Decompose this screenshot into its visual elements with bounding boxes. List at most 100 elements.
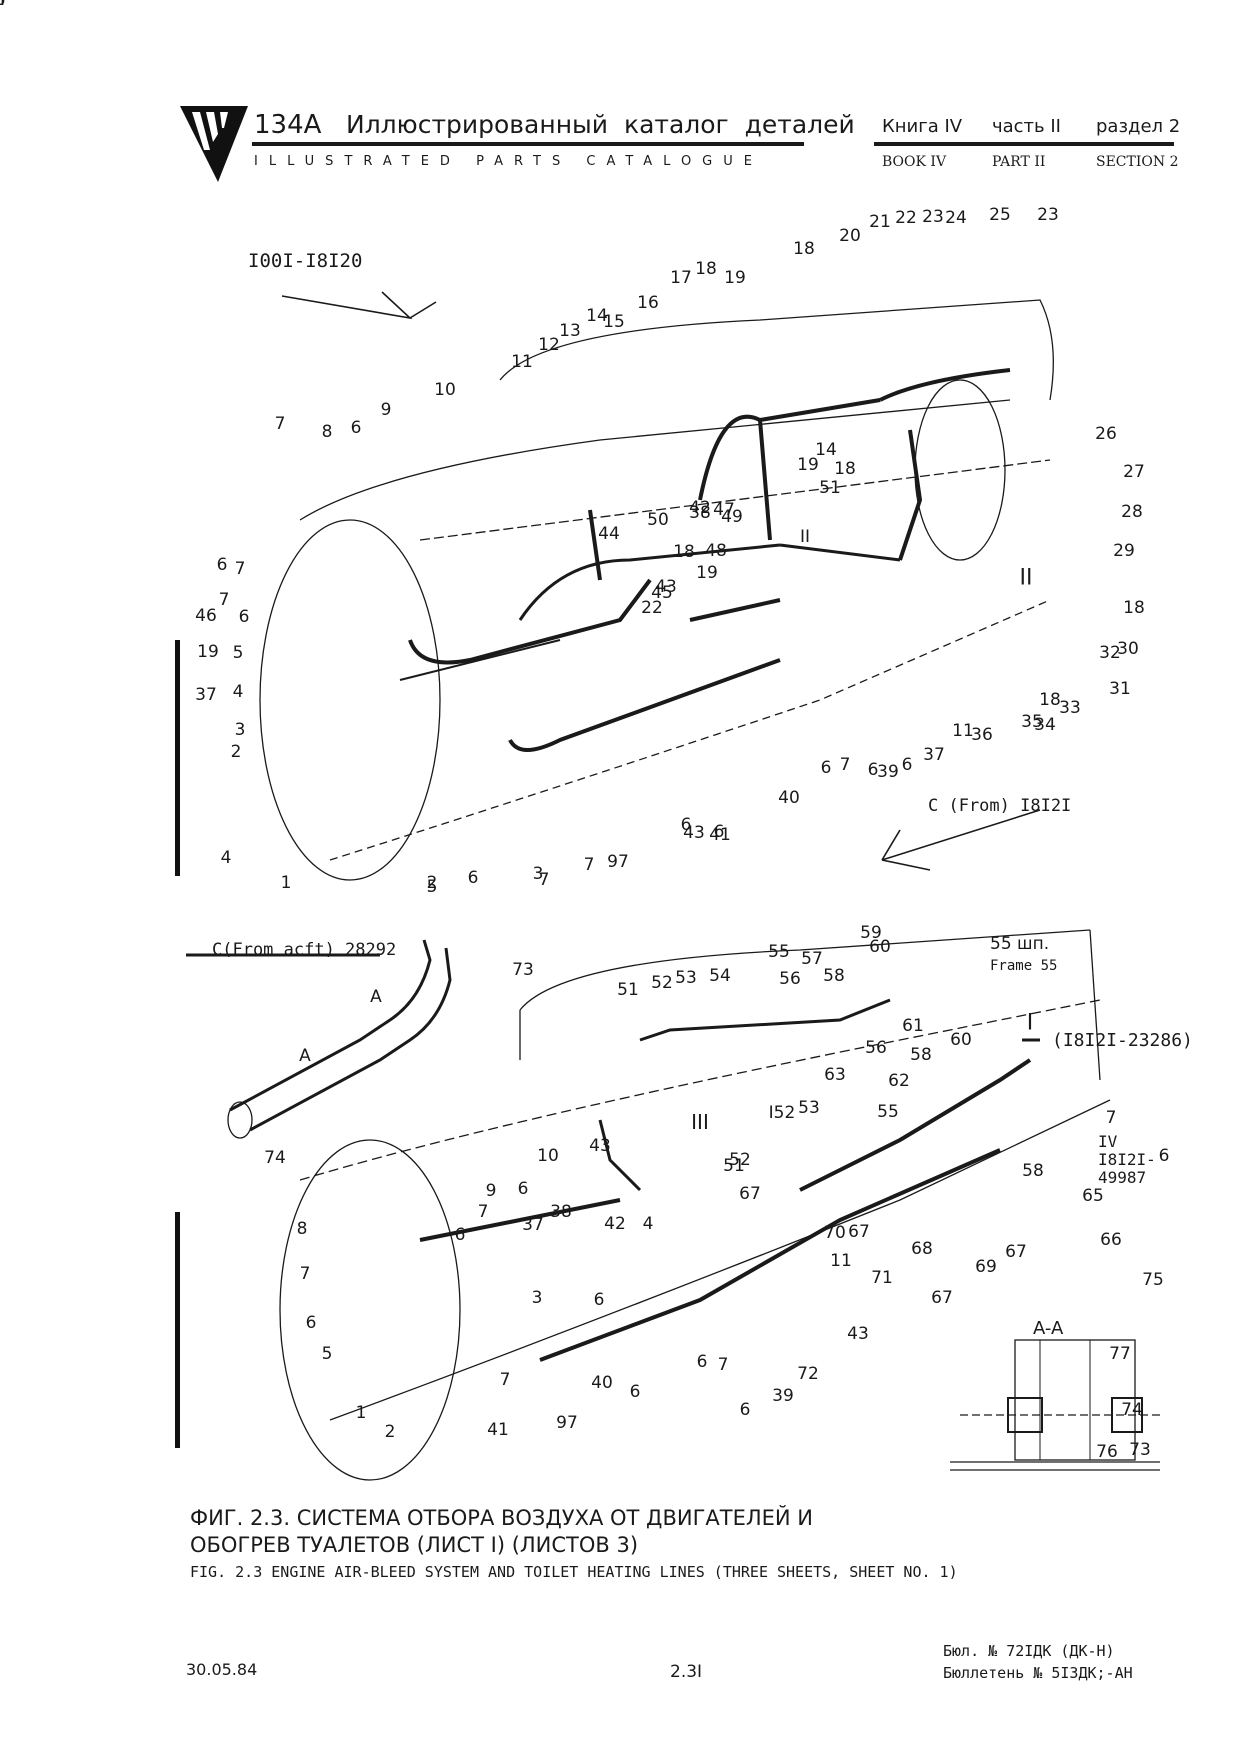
part-callout: 39 <box>772 1386 794 1406</box>
zone-iv-effectivity: IV I8I2I- 49987 <box>1098 1133 1156 1187</box>
part-callout: 9 <box>485 1181 497 1201</box>
part-callout: 4 <box>642 1214 654 1234</box>
part-callout: 23 <box>922 207 944 227</box>
zone-iv-effectivity-2: 49987 <box>1098 1168 1147 1187</box>
part-callout: 55 <box>768 942 790 962</box>
part-callout: 62 <box>888 1071 910 1091</box>
part-callout: 2 <box>230 742 242 762</box>
part-callout: 6 <box>629 1382 641 1402</box>
part-callout: 50 <box>647 510 669 530</box>
part-callout: 29 <box>1113 541 1135 561</box>
part-callout: 7 <box>717 1355 729 1375</box>
part-callout: 42 <box>604 1214 626 1234</box>
part-callout: 77 <box>1109 1344 1131 1364</box>
part-callout: 14 <box>586 306 608 326</box>
part-callout: 7 <box>583 855 595 875</box>
part-callout: 43 <box>847 1324 869 1344</box>
part-callout: 61 <box>902 1016 924 1036</box>
part-callout: 43 <box>589 1136 611 1156</box>
part-callout: 57 <box>801 949 823 969</box>
part-callout: 38 <box>550 1202 572 1222</box>
part-callout: 37 <box>195 685 217 705</box>
part-ru: часть II <box>992 116 1061 137</box>
part-callout: 40 <box>591 1373 613 1393</box>
part-callout: 30 <box>1117 639 1139 659</box>
tupolev-logo <box>180 106 248 182</box>
part-callout: 20 <box>839 226 861 246</box>
effectivity-upper: I00I-I8I20 <box>248 250 363 272</box>
part-callout: 16 <box>637 293 659 313</box>
part-callout: 7 <box>274 414 286 434</box>
part-callout: 76 <box>1096 1442 1118 1462</box>
part-callout: 6 <box>238 607 250 627</box>
part-callout: 49 <box>721 507 743 527</box>
footer-date: 30.05.84 <box>186 1660 258 1679</box>
part-callout: 35 <box>1021 712 1043 732</box>
part-callout: 27 <box>1123 462 1145 482</box>
section-aa-label: A-A <box>1033 1318 1064 1339</box>
bulletin-1: Бюл. № 72IДК (ДК-Н) <box>943 1642 1115 1660</box>
part-callout: 51 <box>819 478 841 498</box>
part-callout: 42 <box>689 498 711 518</box>
part-callout: 34 <box>1034 715 1056 735</box>
book-en: BOOK IV <box>882 154 947 170</box>
part-callout: 52 <box>651 973 673 993</box>
part-callout: 53 <box>798 1098 820 1118</box>
part-callout: 25 <box>989 205 1011 225</box>
part-callout: 37 <box>923 745 945 765</box>
sheet-effectivity: (I8I2I-23286) <box>1052 1030 1193 1051</box>
part-callout: 41 <box>709 825 731 845</box>
part-callout: 14 <box>815 440 837 460</box>
part-callout: 24 <box>945 208 967 228</box>
part-callout: 6 <box>696 1352 708 1372</box>
frame-label-ru: 55 шп. <box>990 934 1050 954</box>
part-callout: 31 <box>1109 679 1131 699</box>
c-from-label: C (From) I8I2I <box>928 796 1072 816</box>
part-callout: 15 <box>603 312 625 332</box>
part-callout: 6 <box>517 1179 529 1199</box>
part-callout: 66 <box>1100 1230 1122 1250</box>
catalog-title-ru: Иллюстрированный каталог деталей <box>346 110 855 139</box>
part-callout: 51 <box>617 980 639 1000</box>
part-callout: 58 <box>823 966 845 986</box>
part-callout: 68 <box>911 1239 933 1259</box>
book-ru: Книга IV <box>882 116 963 137</box>
part-callout: 9 <box>380 400 392 420</box>
part-callout: 67 <box>931 1288 953 1308</box>
part-callout: 67 <box>848 1222 870 1242</box>
part-callout: 13 <box>559 321 581 341</box>
figure-caption-en: FIG. 2.3 ENGINE AIR-BLEED SYSTEM AND TOI… <box>190 1563 958 1581</box>
part-callout: 18 <box>695 259 717 279</box>
part-callout: 52 <box>729 1150 751 1170</box>
part-callout: 6 <box>1158 1146 1170 1166</box>
part-callout: 1 <box>280 873 292 893</box>
part-callout: 6 <box>593 1290 605 1310</box>
part-callout: 18 <box>1123 598 1145 618</box>
part-callout: II <box>0 0 6 10</box>
figure-caption-ru-line2: ОБОГРЕВ ТУАЛЕТОВ (ЛИСТ I) (ЛИСТОВ 3) <box>190 1533 639 1557</box>
part-callout: 56 <box>779 969 801 989</box>
figure-caption-ru-line1: ФИГ. 2.3. СИСТЕМА ОТБОРА ВОЗДУХА ОТ ДВИГ… <box>190 1506 813 1530</box>
part-callout: 58 <box>1022 1161 1044 1181</box>
model-number: 134A <box>254 110 322 140</box>
part-callout: 97 <box>607 852 629 872</box>
part-callout: 56 <box>865 1038 887 1058</box>
part-callout: 6 <box>680 815 692 835</box>
part-callout: 70 <box>824 1223 846 1243</box>
part-callout: 63 <box>824 1065 846 1085</box>
part-callout: 8 <box>296 1219 308 1239</box>
header-rule-right <box>874 142 1174 146</box>
part-callout: 28 <box>1121 502 1143 522</box>
part-callout: 45 <box>651 583 673 603</box>
part-callout: 5 <box>321 1344 333 1364</box>
header-rule-left <box>252 142 804 146</box>
section-en: SECTION 2 <box>1096 154 1179 170</box>
part-callout: 40 <box>778 788 800 808</box>
part-callout: 36 <box>971 725 993 745</box>
part-callout: 2 <box>426 873 438 893</box>
zone-iv-effectivity-1: I8I2I- <box>1098 1150 1156 1169</box>
c-from-acft-label: C(From acft) 28292 <box>212 940 397 960</box>
part-callout: 67 <box>739 1184 761 1204</box>
part-callout: 74 <box>264 1148 286 1168</box>
